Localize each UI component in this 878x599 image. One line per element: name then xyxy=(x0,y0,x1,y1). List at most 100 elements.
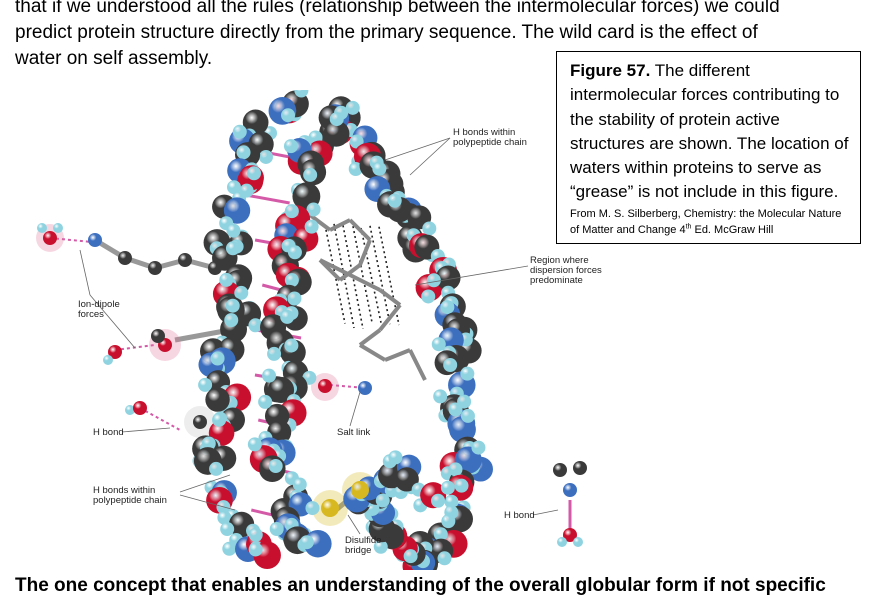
atom xyxy=(460,408,475,423)
label-hbond-left: H bond xyxy=(93,427,124,438)
leader-line xyxy=(409,137,451,176)
label-hbond-right: H bond xyxy=(504,510,535,521)
atom xyxy=(208,261,222,275)
atom xyxy=(375,493,390,508)
caption-body: The different intermolecular forces cont… xyxy=(570,61,849,202)
leader-line xyxy=(121,427,171,433)
stick-bond xyxy=(308,213,332,232)
leader-line xyxy=(347,514,361,535)
atom xyxy=(37,223,47,233)
atom xyxy=(284,338,299,353)
body-line-2: predict protein structure directly from … xyxy=(15,22,758,43)
atom xyxy=(210,351,225,366)
atom xyxy=(318,379,332,393)
label-salt-link: Salt link xyxy=(337,427,371,438)
stick-bond xyxy=(358,343,387,362)
atom xyxy=(284,273,299,288)
hbond-connector xyxy=(245,193,290,205)
atom xyxy=(435,265,461,291)
atom xyxy=(262,368,277,383)
atom xyxy=(269,522,284,537)
atom xyxy=(281,108,296,123)
stick-bond xyxy=(358,239,372,266)
atom xyxy=(426,273,441,288)
stick-bond xyxy=(384,348,411,362)
stick-bond xyxy=(329,218,351,232)
atom xyxy=(563,483,577,497)
atom xyxy=(234,285,249,300)
atom xyxy=(433,389,448,404)
atom xyxy=(348,162,363,177)
atom xyxy=(305,501,320,516)
atom xyxy=(471,440,486,455)
atom xyxy=(267,346,282,361)
atom xyxy=(306,202,321,217)
atom xyxy=(553,463,567,477)
atom xyxy=(557,537,567,547)
atom xyxy=(287,291,302,306)
stick-bond xyxy=(378,288,402,307)
atom xyxy=(563,528,577,542)
body-line-3: water on self assembly. xyxy=(15,48,213,69)
atom xyxy=(212,412,227,427)
atom xyxy=(573,537,583,547)
protein-structure-figure: H bonds within polypeptide chain Region … xyxy=(30,90,630,570)
bottom-paragraph-line: The one concept that enables an understa… xyxy=(15,575,826,596)
atom xyxy=(573,461,587,475)
label-disulfide-bridge: Disulfide bridge xyxy=(345,535,382,556)
leader-line xyxy=(384,137,451,161)
atom xyxy=(108,345,122,359)
body-paragraph: that if we understood all the rules (rel… xyxy=(15,0,865,72)
atom xyxy=(118,251,132,265)
stick-bond xyxy=(319,258,381,292)
stick-bond xyxy=(378,303,402,332)
atom xyxy=(448,402,463,417)
atom xyxy=(431,337,446,352)
atom xyxy=(219,272,234,287)
atom xyxy=(268,458,283,473)
atom xyxy=(103,355,113,365)
atom xyxy=(226,223,241,238)
atom xyxy=(422,221,437,236)
label-hbonds-bottom: H bonds within polypeptide chain xyxy=(93,485,167,506)
leader-line xyxy=(89,294,136,349)
atom xyxy=(223,197,251,224)
atom xyxy=(449,416,476,443)
atom xyxy=(283,139,298,154)
body-line-1: that if we understood all the rules (rel… xyxy=(15,0,780,17)
atom xyxy=(460,366,475,381)
atom xyxy=(299,535,314,550)
atom xyxy=(258,149,273,164)
atom xyxy=(351,481,369,499)
atom xyxy=(440,480,455,495)
atom xyxy=(441,514,456,529)
atom xyxy=(431,493,446,508)
atom xyxy=(372,161,387,176)
atom xyxy=(394,467,419,492)
atom xyxy=(403,549,418,564)
atom xyxy=(304,219,319,234)
atom xyxy=(88,233,102,247)
atom xyxy=(267,376,295,404)
atom xyxy=(225,241,240,256)
atom xyxy=(220,522,235,537)
atom xyxy=(440,300,455,315)
atom xyxy=(248,542,263,557)
dispersion-dots xyxy=(378,226,400,326)
dispersion-dots xyxy=(369,225,391,325)
atom xyxy=(433,527,448,542)
atom xyxy=(284,204,299,219)
atom xyxy=(358,381,372,395)
atom xyxy=(209,461,224,476)
atom xyxy=(437,551,452,566)
atom xyxy=(294,90,309,98)
atom xyxy=(43,231,57,245)
atom xyxy=(222,541,237,556)
ion-dipole-connector xyxy=(49,237,93,243)
stick-bond xyxy=(408,349,427,381)
caption-text: Figure 57. The different intermolecular … xyxy=(570,59,850,205)
figure-caption-box: Figure 57. The different intermolecular … xyxy=(556,51,861,244)
label-hbonds-top: H bonds within polypeptide chain xyxy=(453,127,527,148)
atom xyxy=(247,166,262,181)
caption-figure-label: Figure 57. xyxy=(570,61,651,80)
